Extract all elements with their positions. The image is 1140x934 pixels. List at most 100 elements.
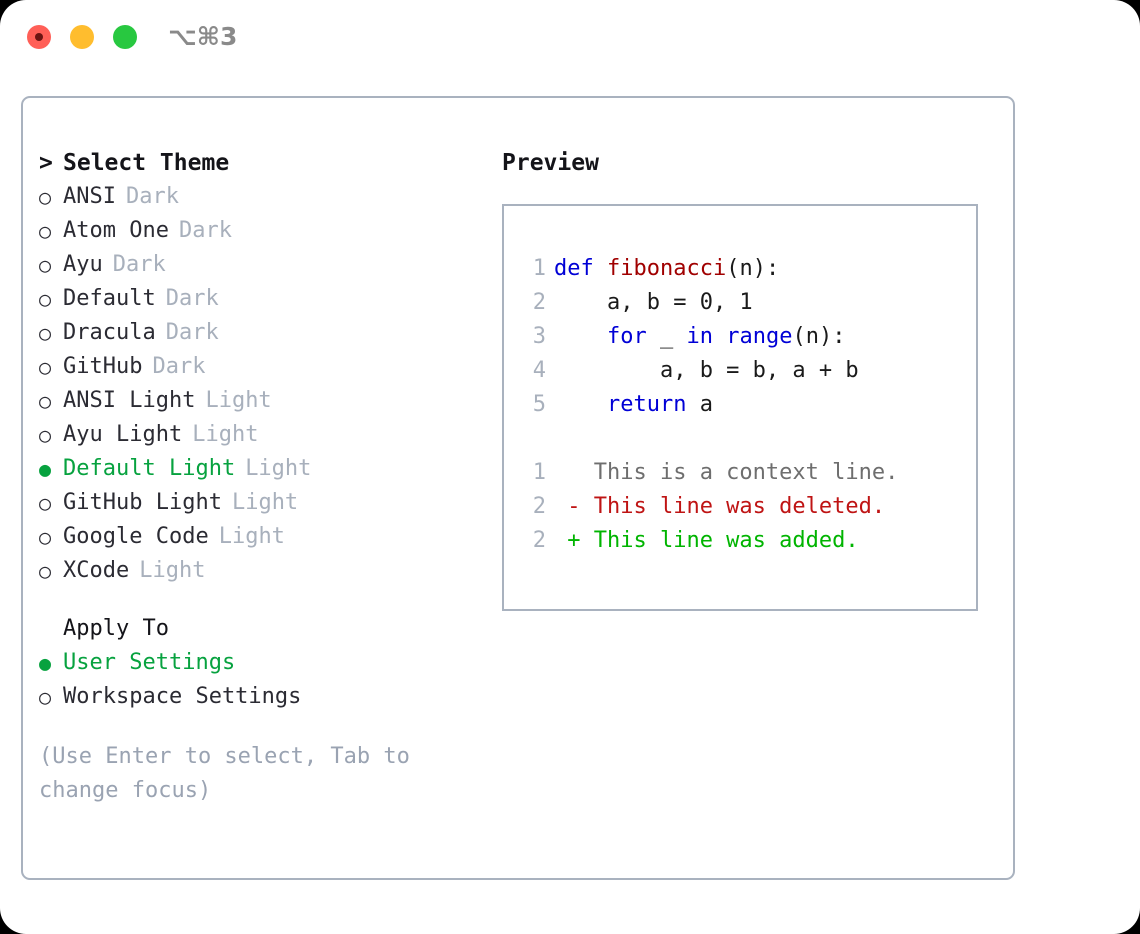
apply-to-heading: Apply To: [39, 612, 469, 646]
panel-columns: > Select Theme ANSIDarkAtom OneDarkAyuDa…: [23, 98, 1013, 878]
theme-name: Default: [63, 286, 156, 311]
radio-unselected-icon[interactable]: [39, 384, 63, 418]
theme-variant-tag: Light: [231, 490, 299, 515]
code-token: (n):: [726, 256, 780, 281]
line-number: 5: [532, 392, 546, 417]
line-number: 3: [532, 324, 546, 349]
apply-to-label: Apply To: [63, 616, 169, 641]
theme-list: ANSIDarkAtom OneDarkAyuDarkDefaultDarkDr…: [39, 180, 469, 588]
radio-unselected-icon[interactable]: [39, 418, 63, 452]
theme-picker: > Select Theme ANSIDarkAtom OneDarkAyuDa…: [39, 146, 469, 808]
code-token: return: [606, 392, 687, 417]
theme-list-item[interactable]: Default Light Light: [39, 452, 469, 486]
radio-unselected-icon[interactable]: [39, 248, 63, 282]
radio-selected-icon[interactable]: [39, 646, 63, 680]
code-token: [554, 392, 607, 417]
code-token: [554, 324, 607, 349]
code-token: a, b = 0, 1: [554, 290, 753, 315]
apply-to-option[interactable]: Workspace Settings: [39, 680, 469, 714]
code-token: _: [646, 324, 687, 349]
theme-variant-tag: Light: [192, 422, 259, 447]
radio-unselected-icon[interactable]: [39, 214, 63, 248]
code-token: for: [606, 324, 647, 349]
prompt-caret-icon: >: [39, 150, 53, 176]
theme-variant-tag: Light: [139, 558, 206, 583]
theme-list-item[interactable]: ANSI Light Light: [39, 384, 469, 418]
theme-name: Atom One: [63, 218, 169, 243]
apply-to-option-label: User Settings: [63, 650, 236, 675]
theme-list-item[interactable]: Ayu Dark: [39, 248, 469, 282]
code-token: in: [686, 324, 713, 349]
theme-list-item[interactable]: XCode Light: [39, 554, 469, 588]
line-number: 1: [532, 460, 546, 485]
line-number: 1: [532, 256, 546, 281]
radio-unselected-icon[interactable]: [39, 316, 63, 350]
theme-variant-tag: Dark: [112, 252, 166, 277]
minimize-button[interactable]: [70, 25, 94, 49]
apply-to-option[interactable]: User Settings: [39, 646, 469, 680]
theme-name: XCode: [63, 558, 130, 583]
theme-list-item[interactable]: GitHub Dark: [39, 350, 469, 384]
theme-list-item[interactable]: GitHub Light Light: [39, 486, 469, 520]
theme-variant-tag: Light: [245, 456, 312, 481]
theme-name: ANSI Light: [63, 388, 196, 413]
main-panel: > Select Theme ANSIDarkAtom OneDarkAyuDa…: [21, 96, 1015, 880]
diff-line: 2 - This line was deleted.: [516, 490, 968, 524]
code-token: fibonacci: [606, 256, 727, 281]
theme-list-item[interactable]: Atom One Dark: [39, 214, 469, 248]
code-line: 1 def fibonacci(n):: [516, 252, 968, 286]
close-button[interactable]: [27, 25, 51, 49]
code-diff-separator: [516, 422, 968, 456]
radio-unselected-icon[interactable]: [39, 680, 63, 714]
titlebar: ⌥⌘3: [0, 0, 1140, 78]
radio-unselected-icon[interactable]: [39, 180, 63, 214]
list-spacer: [39, 588, 469, 612]
preview-title: Preview: [502, 150, 599, 176]
line-number: 4: [532, 358, 546, 383]
code-token: (n):: [792, 324, 846, 349]
code-token: + This line was added.: [554, 528, 859, 553]
theme-name: Dracula: [63, 320, 156, 345]
theme-name: Ayu: [63, 252, 103, 277]
diff-line: 1 This is a context line.: [516, 456, 968, 490]
apply-to-options: User SettingsWorkspace Settings: [39, 646, 469, 714]
radio-unselected-icon[interactable]: [39, 486, 63, 520]
keyboard-hint: (Use Enter to select, Tab to change focu…: [39, 744, 410, 803]
radio-unselected-icon[interactable]: [39, 282, 63, 316]
theme-name: Default Light: [63, 456, 236, 481]
code-line: 4 a, b = b, a + b: [516, 354, 968, 388]
theme-name: Google Code: [63, 524, 209, 549]
maximize-button[interactable]: [113, 25, 137, 49]
code-line: 2 a, b = 0, 1: [516, 286, 968, 320]
code-token: range: [726, 324, 793, 349]
theme-list-item[interactable]: Default Dark: [39, 282, 469, 316]
radio-unselected-icon[interactable]: [39, 554, 63, 588]
theme-variant-tag: Dark: [178, 218, 232, 243]
theme-variant-tag: Dark: [152, 354, 206, 379]
keyboard-shortcut-label: ⌥⌘3: [168, 22, 238, 51]
theme-variant-tag: Dark: [165, 286, 219, 311]
code-token: This is a context line.: [554, 460, 899, 485]
radio-unselected-icon[interactable]: [39, 520, 63, 554]
theme-name: GitHub: [63, 354, 143, 379]
code-token: def: [554, 256, 607, 281]
theme-name: GitHub Light: [63, 490, 222, 515]
code-token: - This line was deleted.: [554, 494, 886, 519]
theme-variant-tag: Light: [205, 388, 272, 413]
code-token: a, b = b, a + b: [554, 358, 859, 383]
theme-picker-heading-label: Select Theme: [63, 150, 230, 176]
radio-selected-icon[interactable]: [39, 452, 63, 486]
code-line: 3 for _ in range(n):: [516, 320, 968, 354]
radio-unselected-icon[interactable]: [39, 350, 63, 384]
line-number: 2: [532, 528, 546, 553]
theme-picker-heading: > Select Theme: [39, 146, 469, 180]
apply-to-option-label: Workspace Settings: [63, 684, 302, 709]
